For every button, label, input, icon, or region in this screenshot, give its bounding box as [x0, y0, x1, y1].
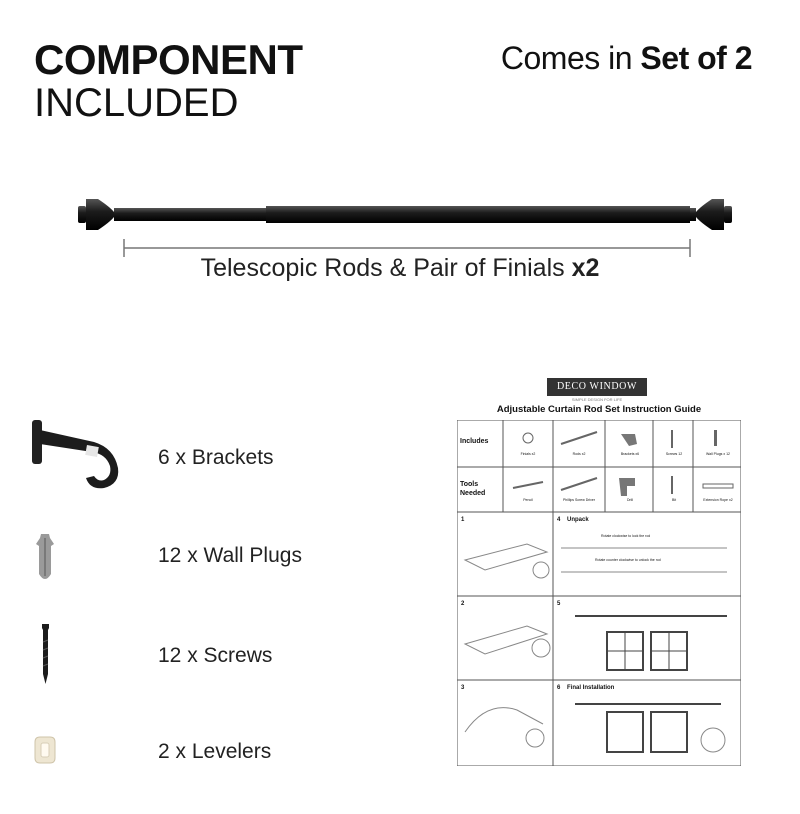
step-number: 6 — [557, 685, 561, 691]
title-component: COMPONENT — [34, 36, 303, 83]
include-item: Rods x2 — [572, 452, 586, 456]
rod-inner-section — [120, 208, 266, 221]
tool-item: Drill — [626, 498, 634, 502]
rod-caption-qty: x2 — [571, 254, 600, 282]
step-number: 3 — [461, 685, 465, 691]
include-item: Wall Plugs x 12 — [706, 452, 730, 456]
include-item: Finials x2 — [520, 452, 536, 456]
guide-title: Adjustable Curtain Rod Set Instruction G… — [496, 404, 702, 415]
tools-label: Tools Needed — [460, 481, 486, 497]
curtain-rod-illustration — [78, 199, 732, 257]
component-label: 12 x Wall Plugs — [158, 544, 302, 567]
bracket-icon — [32, 420, 119, 489]
rod-outer-section — [266, 206, 690, 223]
component-label: 12 x Screws — [158, 644, 273, 667]
set-bold: Set of 2 — [640, 40, 752, 76]
set-prefix: Comes in — [500, 40, 641, 76]
brand-tagline: SIMPLE DESIGN FOR LIFE — [571, 397, 623, 402]
tool-item: Extension Rope x2 — [703, 498, 733, 502]
step-number: 5 — [557, 601, 561, 607]
step-number: 1 — [461, 517, 465, 523]
include-item: Screws 12 — [665, 452, 683, 456]
component-screws: 12 x Screws — [0, 622, 420, 702]
component-wall-plugs: 12 x Wall Plugs — [0, 528, 420, 608]
finial-right — [690, 199, 732, 230]
includes-icons — [522, 430, 717, 448]
include-item: Brackets x6 — [620, 452, 640, 456]
rod-caption-text: Telescopic Rods & Pair of Finials — [200, 254, 572, 282]
step4-note: Rotate clockwise to lock the rod — [601, 534, 651, 538]
step-heading-final: Final Installation — [567, 685, 615, 691]
length-dimension-line — [123, 239, 691, 257]
rod-caption: Telescopic Rods & Pair of Finials x2 — [0, 254, 800, 283]
component-brackets: 6 x Brackets — [0, 414, 420, 494]
step-heading-unpack: Unpack — [567, 517, 589, 523]
tools-icons — [512, 476, 734, 496]
step4-note: Rotate counter clockwise to unlock the r… — [595, 558, 661, 562]
guide-grid — [457, 420, 741, 766]
step-illustrations — [463, 543, 727, 753]
component-label: 2 x Levelers — [158, 740, 272, 763]
title-included: INCLUDED — [34, 81, 239, 125]
tool-item: Phillips Screw Driver — [562, 498, 596, 502]
step-number: 2 — [461, 601, 465, 607]
set-of-2-text: Comes in Set of 2 — [500, 38, 753, 78]
brand-logo: DECO WINDOW — [547, 378, 647, 396]
tool-item: Bit — [671, 498, 677, 502]
component-levelers: 2 x Levelers — [0, 734, 420, 814]
component-label: 6 x Brackets — [158, 446, 274, 469]
finial-left — [78, 199, 120, 230]
screw-icon — [42, 624, 49, 684]
tool-item: Pencil — [523, 498, 533, 502]
instruction-guide: DECO WINDOW SIMPLE DESIGN FOR LIFE Adjus… — [455, 376, 743, 768]
includes-label: Includes — [460, 438, 489, 445]
step-number: 4 — [557, 517, 561, 523]
leveler-icon — [34, 736, 56, 764]
wall-plug-icon — [36, 534, 54, 579]
